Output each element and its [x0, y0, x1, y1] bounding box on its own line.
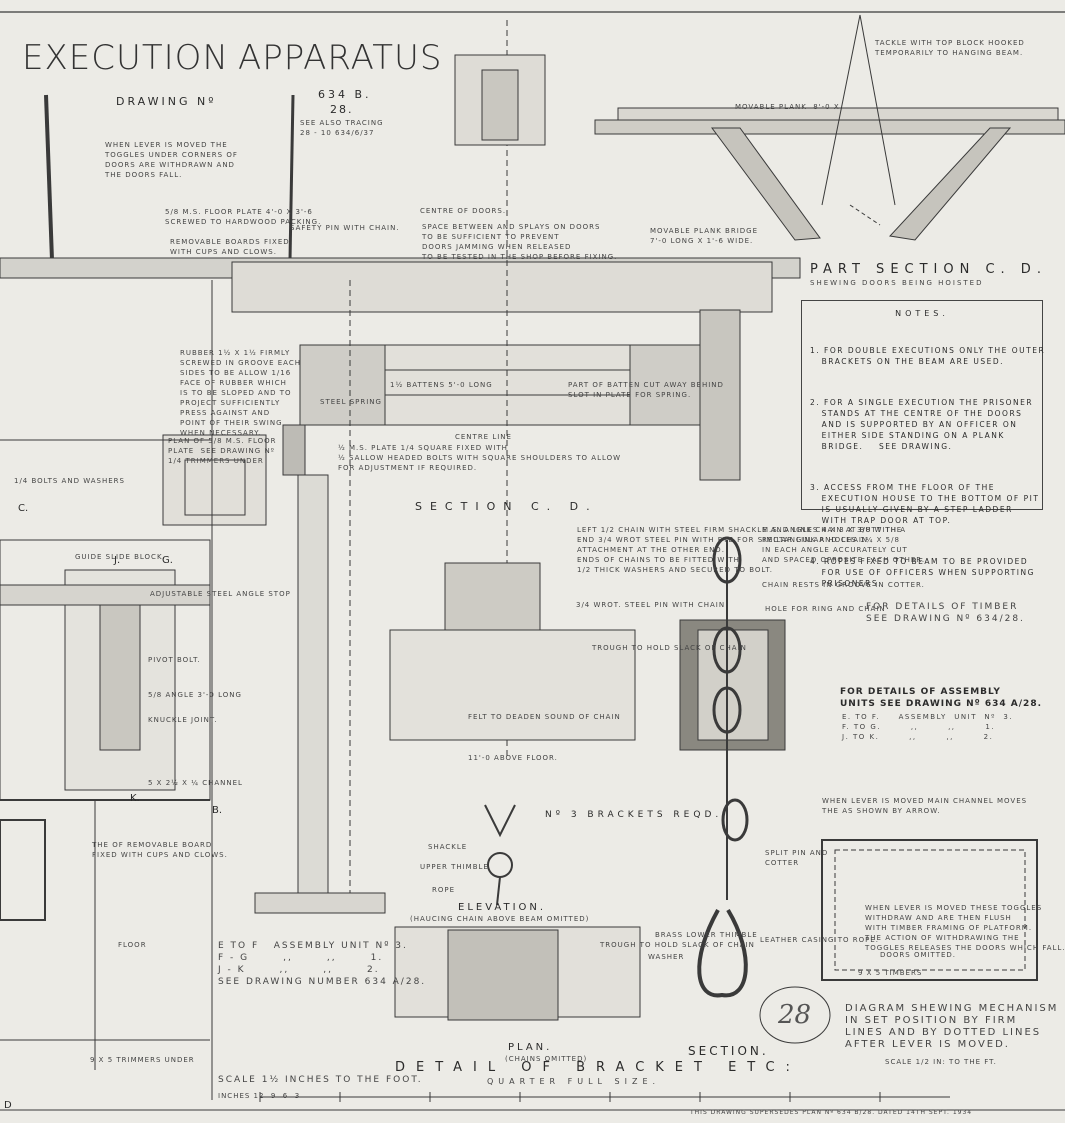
notes-list: 1. FOR DOUBLE EXECUTIONS ONLY THE OUTER …: [810, 323, 1045, 611]
split-pin-label: SPLIT PIN AND COTTER: [765, 849, 829, 867]
title-execution: EXECUTION: [22, 38, 229, 78]
ref-letter-g: G.: [162, 555, 173, 566]
adjustable-stop-label: ADJUSTABLE STEEL ANGLE STOP: [150, 590, 291, 598]
ref-letter-d: D: [4, 1100, 12, 1111]
plan-subheading: (CHAINS OMITTED): [505, 1055, 588, 1063]
wrot-pin-label: 3/4 WROT. STEEL PIN WITH CHAIN: [576, 601, 726, 609]
part-batten-label: PART OF BATTEN CUT AWAY BEHIND SLOT IN P…: [568, 381, 724, 399]
shackle-label: SHACKLE: [428, 843, 468, 851]
toggle-note: WHEN LEVER IS MOVED THESE TOGGLES WITHDR…: [865, 904, 1065, 952]
plate-bolts-note: ½ M.S. PLATE 1/4 SQUARE FIXED WITH ½ SAL…: [338, 444, 622, 472]
timbers-label: 9 X 5 TIMBERS: [858, 969, 923, 977]
assembly-left-table: E TO F ASSEMBLY UNIT Nº 3. F - G ,, ,, 1…: [218, 941, 427, 987]
above-floor-label: 11'-0 ABOVE FLOOR.: [468, 754, 558, 762]
plan-heading: PLAN.: [508, 1042, 553, 1053]
handwritten-number: 28: [778, 1000, 812, 1030]
see-also-note: SEE ALSO TRACING 28 - 10 634/6/37: [300, 119, 384, 137]
felt-label: FELT TO DEADEN SOUND OF CHAIN: [468, 713, 621, 721]
lower-thimble-label: BRASS LOWER THIMBLE: [655, 931, 758, 939]
note-2: 2. FOR A SINGLE EXECUTION THE PRISONER S…: [810, 398, 1034, 451]
notes-box: NOTES. 1. FOR DOUBLE EXECUTIONS ONLY THE…: [801, 300, 1044, 588]
space-note: SPACE BETWEEN AND SPLAYS ON DOORS TO BE …: [422, 223, 618, 261]
steel-spring-label: STEEL SPRING: [320, 398, 382, 406]
centre-line-label: CENTRE LINE: [455, 433, 512, 441]
note-3: 3. ACCESS FROM THE FLOOR OF THE EXECUTIO…: [810, 483, 1040, 525]
leather-casing-label: LEATHER CASING TO ROPE.: [760, 936, 879, 944]
elevation-heading: ELEVATION.: [458, 902, 547, 913]
scale-bar-label: INCHES 12 9 6 3: [218, 1092, 301, 1100]
trimmers-under-label: 9 X 5 TRIMMERS UNDER: [90, 1056, 195, 1064]
centre-of-doors-note: CENTRE OF DOORS.: [420, 207, 507, 215]
scale-note: SCALE 1½ INCHES TO THE FOOT.: [218, 1075, 423, 1085]
chain-rests-label: CHAIN RESTS IN GROOVE IN COTTER.: [762, 581, 925, 589]
movable-plank-top-note: MOVABLE PLANK 8'-0 X: [735, 103, 840, 111]
hole-ring-label: HOLE FOR RING AND CHAIN: [765, 605, 886, 613]
guide-slide-label: GUIDE SLIDE BLOCK.: [75, 553, 166, 561]
rubber-note: RUBBER 1½ X 1½ FIRMLY SCREWED IN GROOVE …: [180, 349, 301, 437]
notes-header: NOTES.: [895, 309, 949, 318]
knuckle-joint-label: KNUCKLE JOINT.: [148, 716, 218, 724]
removable-boards-note-2: THE OF REMOVABLE BOARD FIXED WITH CUPS A…: [92, 841, 228, 859]
part-section-heading: PART SECTION C. D.: [810, 262, 1047, 277]
chain-note: LEFT 1/2 CHAIN WITH STEEL FIRM SHACKLE A…: [577, 526, 903, 574]
bolts-washers-note: 1/4 BOLTS AND WASHERS: [14, 477, 125, 485]
diagram-caption: DIAGRAM SHEWING MECHANISM IN SET POSITIO…: [845, 1003, 1059, 1050]
timber-reference: FOR DETAILS OF TIMBER SEE DRAWING Nº 634…: [866, 602, 1025, 624]
floor-plate-note: 5/8 M.S. FLOOR PLATE 4'-0 X 3'-6 SCREWED…: [165, 208, 322, 226]
ref-letter-b: B.: [212, 805, 223, 816]
note-1: 1. FOR DOUBLE EXECUTIONS ONLY THE OUTER …: [810, 346, 1046, 366]
trough-label-1: TROUGH TO HOLD SLACK OF CHAIN: [592, 644, 747, 652]
section-heading: SECTION.: [688, 1044, 769, 1058]
removable-boards-note: REMOVABLE BOARDS FIXED WITH CUPS AND CLO…: [170, 238, 290, 256]
diagram-scale: SCALE 1/2 IN: TO THE FT.: [885, 1058, 997, 1066]
ref-letter-c: C.: [18, 503, 29, 514]
detail-heading: DETAIL OF BRACKET ETC:: [395, 1060, 801, 1075]
brackets-required: Nº 3 BRACKETS REQD.: [545, 810, 723, 820]
lever-note: WHEN LEVER IS MOVED THE TOGGLES UNDER CO…: [105, 141, 238, 179]
note-4: 4. ROPES FIXED TO BEAM TO BE PROVIDED FO…: [810, 557, 1035, 588]
channel-label: 5 X 2½ X ¼ CHANNEL: [148, 779, 243, 787]
elevation-subheading: (HAUCING CHAIN ABOVE BEAM OMITTED): [410, 915, 590, 923]
angle-long-label: 5/8 ANGLE 3'-0 LONG: [148, 691, 242, 699]
drawing-number-value: 634 B.: [318, 88, 372, 101]
angles-note: M.S. ANGLES 4 X 3 X 3/8 WITH A RECTANGUL…: [762, 526, 926, 564]
floor-label: FLOOR: [118, 941, 147, 949]
pivot-bolt-label: PIVOT BOLT.: [148, 656, 201, 664]
detail-subheading: QUARTER FULL SIZE.: [487, 1077, 661, 1086]
ref-letter-k: K.: [130, 793, 140, 804]
part-section-subheading: SHEWING DOORS BEING HOISTED: [810, 279, 984, 287]
movable-plank-note: MOVABLE PLANK BRIDGE 7'-0 LONG X 1'-6 WI…: [650, 227, 758, 245]
lever-main-channel-note: WHEN LEVER IS MOVED MAIN CHANNEL MOVES T…: [822, 797, 1028, 815]
section-cd-heading: SECTION C. D.: [415, 500, 598, 513]
safety-pin-note: SAFETY PIN WITH CHAIN.: [290, 224, 400, 232]
assembly-reference-heading: FOR DETAILS OF ASSEMBLY UNITS SEE DRAWIN…: [840, 687, 1043, 709]
title-apparatus: APPARATUS: [238, 38, 443, 78]
drawing-number-sub: 28.: [330, 103, 354, 116]
supersedes-note: THIS DRAWING SUPERSEDES PLAN Nº 634 B/28…: [690, 1109, 973, 1116]
rope-label: ROPE: [432, 886, 456, 894]
doors-omitted-label: DOORS OMITTED.: [880, 951, 957, 959]
assembly-reference-rows: E. TO F. ASSEMBLY UNIT Nº 3. F. TO G. ,,…: [842, 713, 1014, 741]
battens-label: 1½ BATTENS 5'-0 LONG: [390, 381, 493, 389]
plan-floor-plate-label: PLAN OF 5/8 M.S. FLOOR PLATE SEE DRAWING…: [168, 437, 277, 465]
tackle-note: TACKLE WITH TOP BLOCK HOOKED TEMPORARILY…: [875, 39, 1025, 57]
upper-thimble-label: UPPER THIMBLE: [420, 863, 489, 871]
ref-letter-j: J.: [114, 555, 121, 566]
washer-label: WASHER: [648, 953, 685, 961]
drawing-number-label: DRAWING Nº: [116, 95, 217, 108]
trough-label-2: TROUGH TO HOLD SLACK OF CHAIN: [600, 941, 755, 949]
